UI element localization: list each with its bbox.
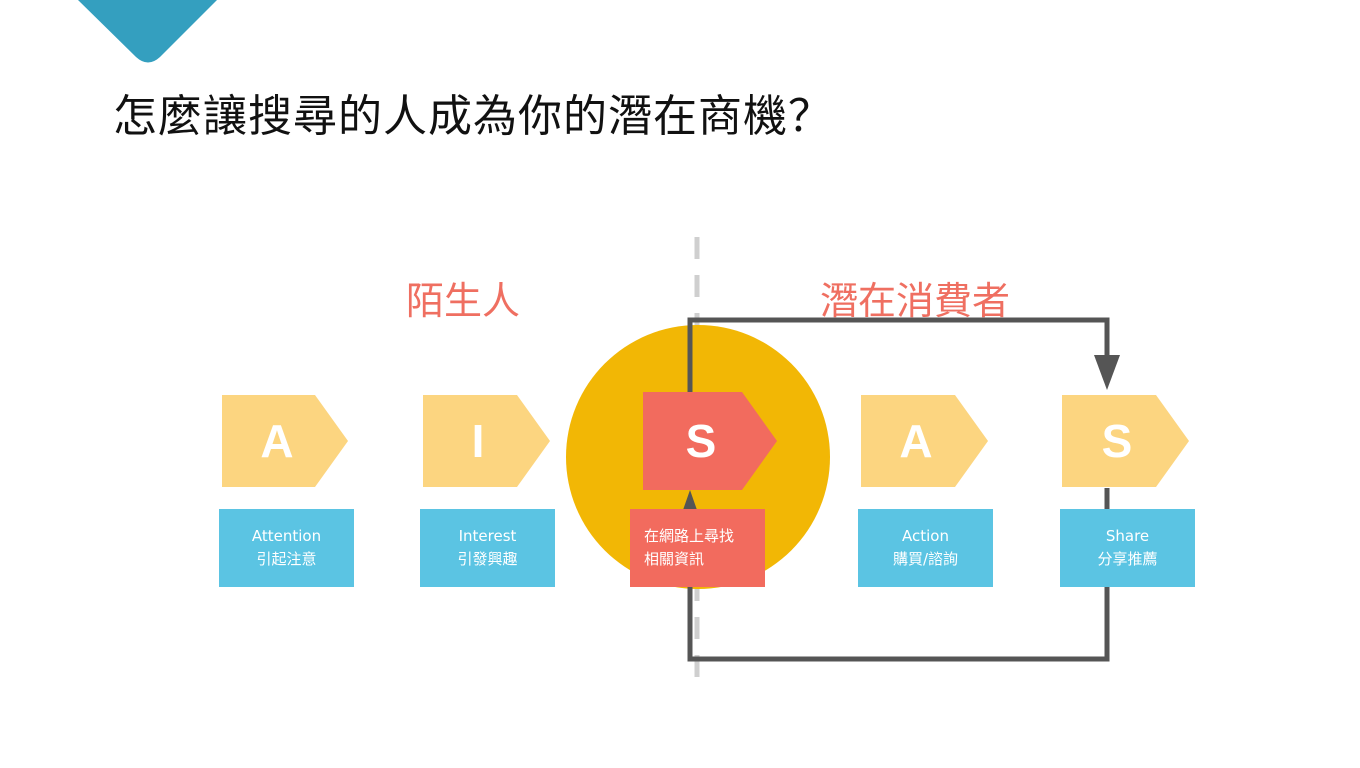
step-en: Attention: [251, 527, 322, 545]
group-label-stranger: 陌生人: [405, 279, 521, 323]
step-zh: 分享推薦: [1097, 550, 1158, 568]
step-box-attention: Attention 引起注意: [219, 509, 354, 587]
step-shape-search: [643, 392, 777, 490]
step-shape-share: [1062, 395, 1189, 487]
step-line1: 在網路上尋找: [644, 527, 735, 545]
step-shape-interest: [423, 395, 550, 487]
arrowhead-down-icon: [1094, 355, 1120, 390]
step-box-interest: Interest 引發興趣: [420, 509, 555, 587]
step-shape-attention: [222, 395, 348, 487]
step-box-share: Share 分享推薦: [1060, 509, 1195, 587]
step-line2: 相關資訊: [644, 550, 705, 568]
step-zh: 購買/諮詢: [892, 550, 959, 568]
step-en: Share: [1105, 527, 1150, 545]
corner-decoration: [78, 0, 217, 63]
step-en: Action: [902, 527, 949, 545]
step-letter: A: [260, 415, 294, 467]
step-en: Interest: [458, 527, 517, 545]
step-box-action: Action 購買/諮詢: [858, 509, 993, 587]
step-shape-action: [861, 395, 988, 487]
group-label-potential: 潛在消費者: [819, 279, 1011, 323]
page-title: 怎麼讓搜尋的人成為你的潛在商機？: [113, 91, 833, 142]
step-zh: 引起注意: [256, 550, 317, 568]
step-letter: A: [899, 415, 933, 467]
step-zh: 引發興趣: [457, 550, 518, 568]
step-box-search: 在網路上尋找 相關資訊: [630, 509, 765, 587]
step-letter: S: [685, 415, 717, 467]
step-letter: I: [471, 415, 485, 467]
step-letter: S: [1101, 415, 1133, 467]
arrowhead-up-icon: [683, 490, 697, 510]
